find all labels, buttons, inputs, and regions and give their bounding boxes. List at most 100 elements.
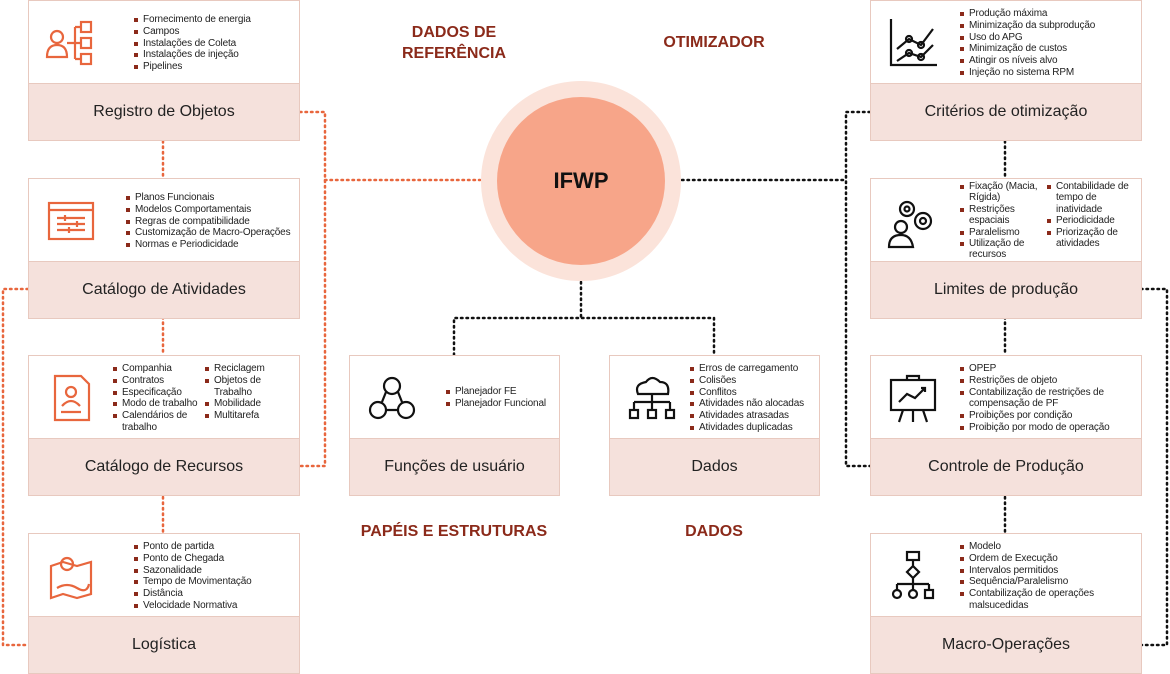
list-item: Instalações de Coleta (134, 38, 295, 50)
list-item: Proibição por modo de operação (960, 422, 1137, 434)
list-item: Normas e Periodicidade (126, 239, 295, 251)
list-item: Minimização de custos (960, 43, 1137, 55)
card-title: Catálogo de Recursos (29, 438, 299, 495)
sliders-window-icon (47, 201, 95, 241)
card-title: Catálogo de Atividades (29, 261, 299, 318)
card-title: Macro-Operações (871, 616, 1141, 673)
list-item: Objetos de Trabalho (205, 375, 295, 399)
card-title: Critérios de otimização (871, 83, 1141, 140)
list-item: Atingir os níveis alvo (960, 55, 1137, 67)
list-item: Fornecimento de energia (134, 14, 295, 26)
list-item: Campos (134, 26, 295, 38)
list-item: Pipelines (134, 61, 295, 73)
list-item: Distância (134, 588, 295, 600)
section-reference-data: DADOS DE REFERÊNCIA (401, 24, 507, 62)
card-title: Dados (610, 438, 819, 495)
list-item: Contabilidade de tempo de inatividade (1047, 181, 1137, 215)
list-item: Restrições espaciais (960, 204, 1043, 227)
list-item: Modelos Comportamentais (126, 204, 295, 216)
flowchart-icon (891, 550, 935, 600)
resume-document-icon (53, 374, 91, 422)
section-optimizer: OTIMIZADOR (663, 34, 765, 51)
list-item: Contratos (113, 375, 201, 387)
list-item: Especificação (113, 387, 201, 399)
list-item: OPEP (960, 363, 1137, 375)
list-item: Planos Funcionais (126, 192, 295, 204)
list-item: Modo de trabalho (113, 398, 201, 410)
list-item: Conflitos (690, 387, 815, 399)
item-list: Fixação (Macia, Rígida)Restrições espaci… (960, 181, 1043, 261)
card-limites-de-producao: Fixação (Macia, Rígida)Restrições espaci… (870, 178, 1142, 319)
list-item: Erros de carregamento (690, 363, 815, 375)
list-item: Atividades atrasadas (690, 410, 815, 422)
list-item: Utilização de recursos (960, 238, 1043, 261)
list-item: Minimização da subprodução (960, 20, 1137, 32)
card-title: Controle de Produção (871, 438, 1141, 495)
list-item: Ponto de partida (134, 541, 295, 553)
users-network-icon (368, 376, 416, 420)
list-item: Priorização de atividades (1047, 227, 1137, 250)
list-item: Tempo de Movimentação (134, 576, 295, 588)
section-data: DADOS (685, 523, 743, 540)
cloud-network-icon (628, 376, 676, 420)
list-item: Multitarefa (205, 410, 295, 422)
list-item: Uso do APG (960, 32, 1137, 44)
list-item: Periodicidade (1047, 215, 1137, 226)
list-item: Colisões (690, 375, 815, 387)
list-item: Customização de Macro-Operações (126, 227, 295, 239)
line-chart-icon (889, 19, 937, 67)
list-item: Planejador Funcional (446, 398, 555, 410)
list-item: Regras de compatibilidade (126, 216, 295, 228)
list-item: Fixação (Macia, Rígida) (960, 181, 1043, 204)
presentation-board-icon (889, 374, 937, 423)
list-item: Restrições de objeto (960, 375, 1137, 387)
list-item: Velocidade Normativa (134, 600, 295, 612)
list-item: Calendários de trabalho (113, 410, 201, 434)
card-title: Funções de usuário (350, 438, 559, 495)
list-item: Modelo (960, 541, 1137, 553)
list-item: Injeção no sistema RPM (960, 67, 1137, 79)
gears-person-icon (887, 200, 933, 249)
list-item: Contabilização de operações malsucedidas (960, 588, 1137, 612)
ifwp-circle: IFWP (481, 81, 681, 281)
card-title: Registro de Objetos (29, 83, 299, 140)
ifwp-label: IFWP (497, 97, 665, 265)
card-title: Logística (29, 616, 299, 673)
list-item: Atividades duplicadas (690, 422, 815, 434)
list-item: Ponto de Chegada (134, 553, 295, 565)
card-details: Fixação (Macia, Rígida)Restrições espaci… (871, 179, 1141, 263)
section-roles: PAPÉIS E ESTRUTURAS (360, 523, 548, 540)
card-title: Limites de produção (871, 261, 1141, 318)
list-item: Paralelismo (960, 227, 1043, 238)
list-item: Intervalos permitidos (960, 565, 1137, 577)
list-item: Sazonalidade (134, 565, 295, 577)
list-item: Mobilidade (205, 398, 295, 410)
people-tree-icon (45, 20, 93, 66)
list-item: Reciclagem (205, 363, 295, 375)
list-item: Companhia (113, 363, 201, 375)
